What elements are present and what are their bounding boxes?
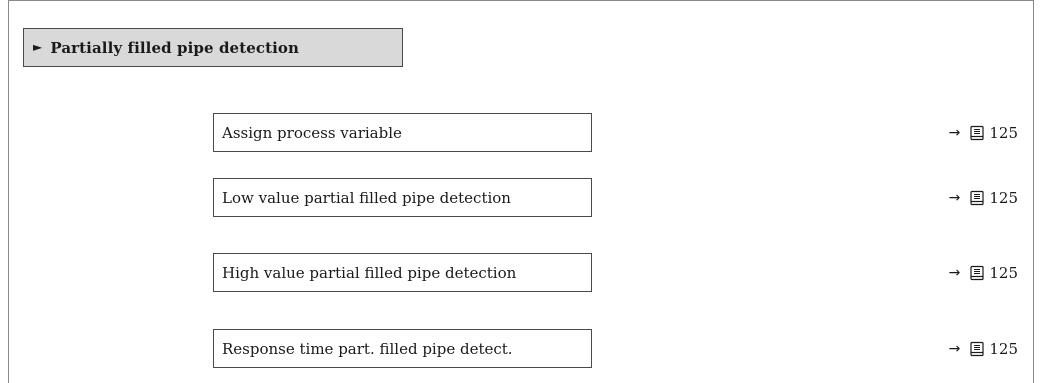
book-icon [970,265,984,280]
triangle-right-icon: ► [33,39,43,54]
parameter-label: Assign process variable [222,123,402,142]
frame-top-border [8,0,1034,1]
parameter-row-high-value: High value partial filled pipe detection… [213,253,1018,292]
arrow-right-icon: → [948,124,961,141]
page-number: 125 [989,123,1018,142]
parameter-box[interactable]: Assign process variable [213,113,592,152]
parameter-label: Low value partial filled pipe detection [222,188,511,207]
arrow-right-icon: → [948,264,961,281]
parameter-box[interactable]: Low value partial filled pipe detection [213,178,592,217]
page-reference[interactable]: → 125 [949,113,1018,152]
parameter-box[interactable]: Response time part. filled pipe detect. [213,329,592,368]
arrow-right-icon: → [948,340,961,357]
section-title: Partially filled pipe detection [50,38,300,57]
parameter-label: Response time part. filled pipe detect. [222,339,513,358]
book-icon [970,341,984,356]
parameter-box[interactable]: High value partial filled pipe detection [213,253,592,292]
page-reference[interactable]: → 125 [949,253,1018,292]
page-reference[interactable]: → 125 [949,178,1018,217]
page-number: 125 [989,188,1018,207]
parameter-row-response-time: Response time part. filled pipe detect. … [213,329,1018,368]
parameter-row-assign-process-variable: Assign process variable → 125 [213,113,1018,152]
book-icon [970,125,984,140]
page-reference[interactable]: → 125 [949,329,1018,368]
parameter-row-low-value: Low value partial filled pipe detection … [213,178,1018,217]
book-icon [970,190,984,205]
navigation-frame [8,0,1034,383]
parameter-label: High value partial filled pipe detection [222,263,517,282]
page-number: 125 [989,263,1018,282]
page-number: 125 [989,339,1018,358]
section-header-partially-filled-pipe-detection[interactable]: ► Partially filled pipe detection [23,28,403,67]
arrow-right-icon: → [948,189,961,206]
